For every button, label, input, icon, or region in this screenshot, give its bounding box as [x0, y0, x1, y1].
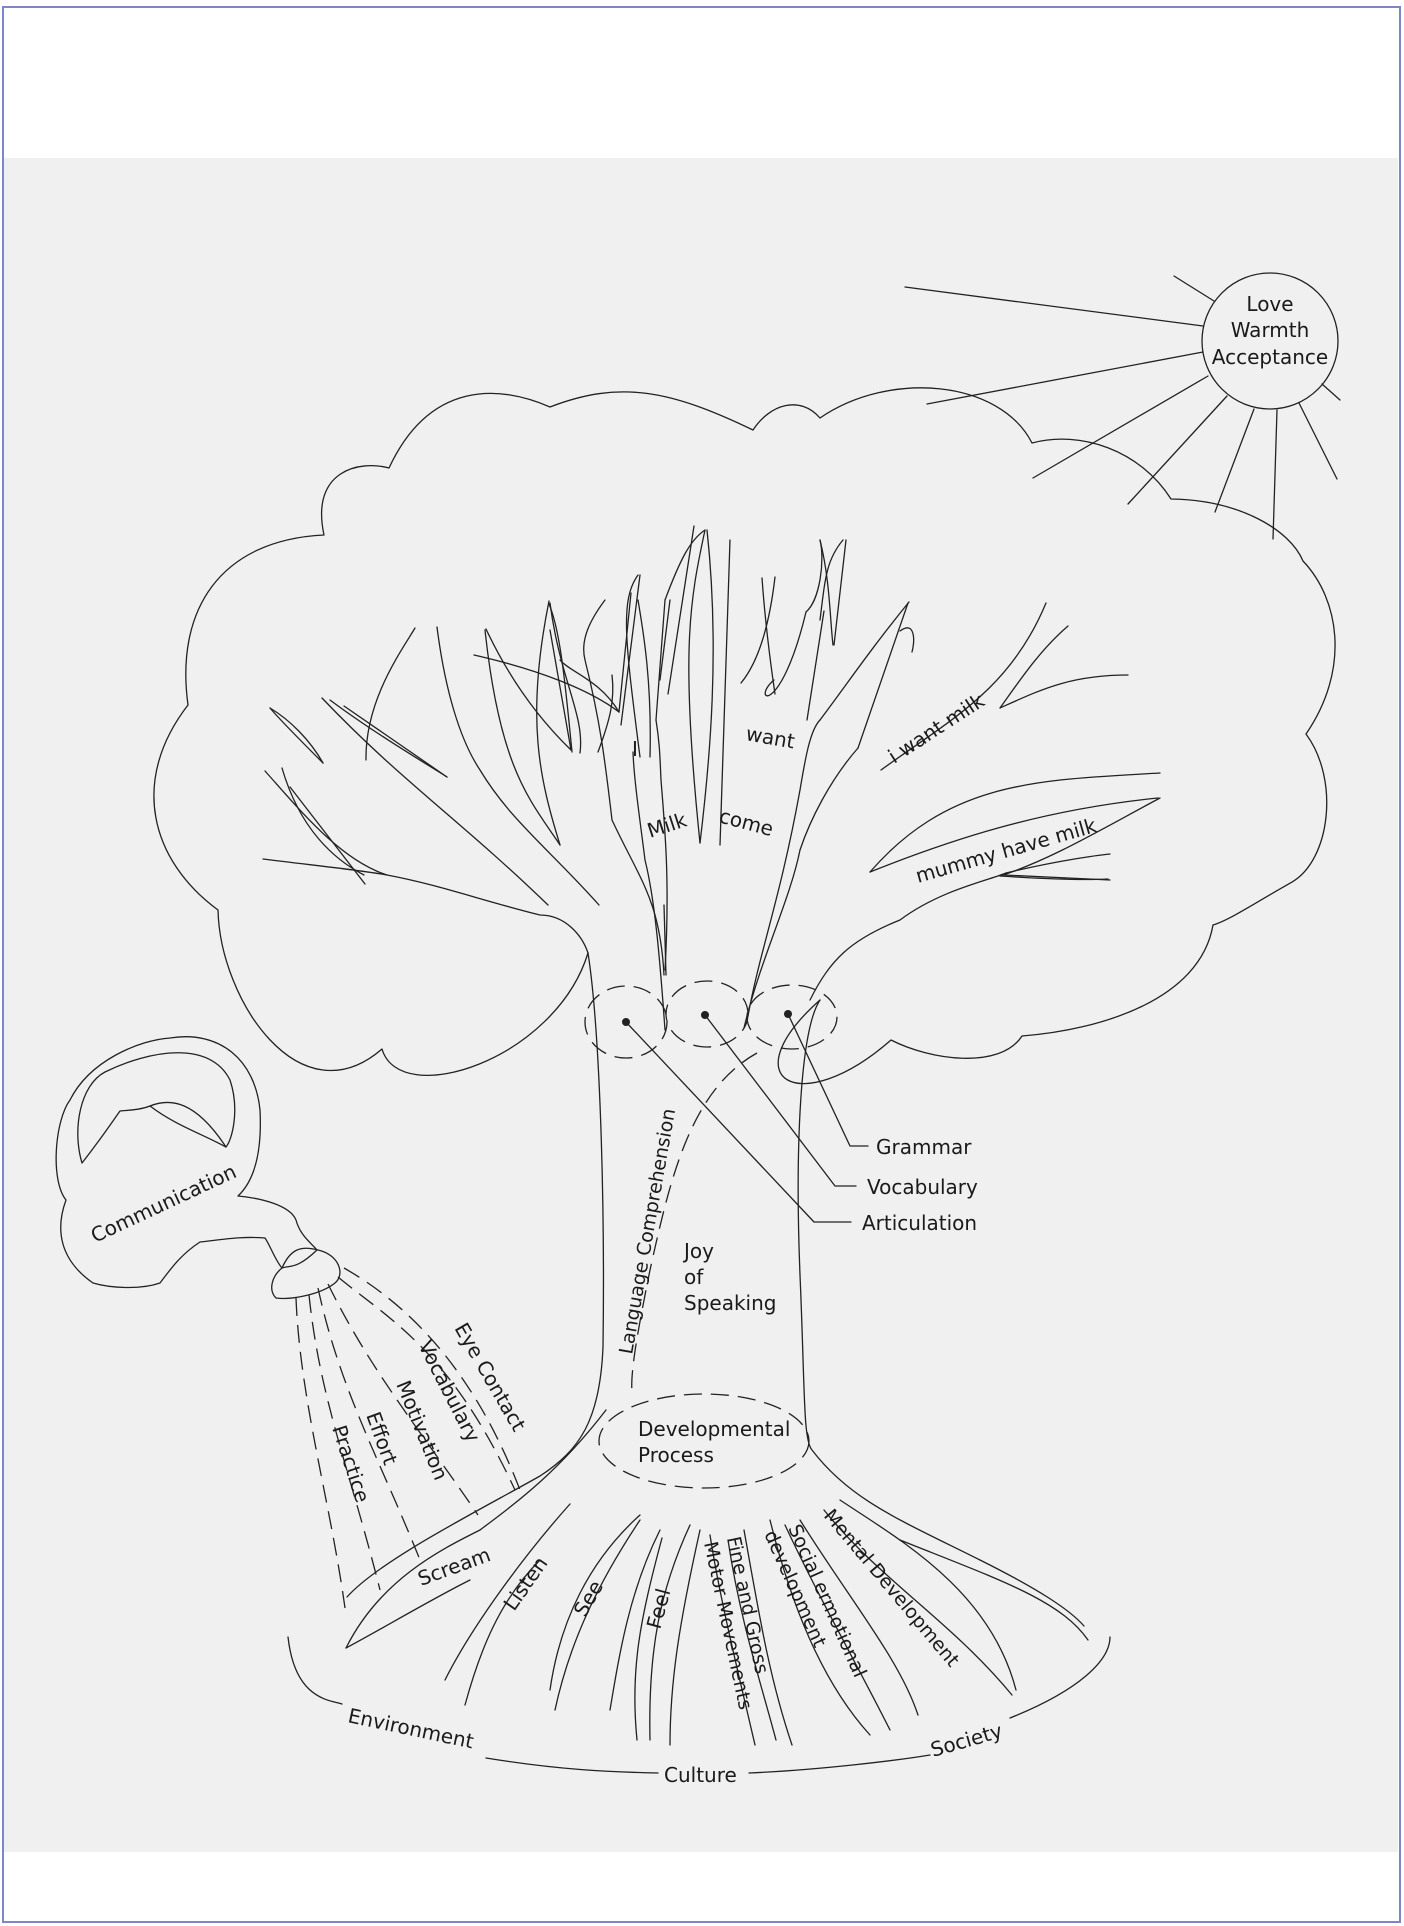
- crown-outline: [153, 387, 1336, 1085]
- developmental-label-line2: Process: [638, 1443, 714, 1467]
- ground-label-culture: Culture: [664, 1763, 737, 1787]
- ground-center-right: [748, 1754, 931, 1774]
- sun-label-acceptance: Acceptance: [1212, 345, 1328, 369]
- watering-can-handle-fold: [149, 1101, 227, 1148]
- tree-roots: [345, 1409, 1089, 1746]
- page-border: [2, 6, 1401, 1923]
- word-i: I: [632, 737, 638, 761]
- diagram-background: [4, 158, 1398, 1852]
- sun-label-love: Love: [1246, 292, 1293, 316]
- watering-can-body: [55, 1036, 318, 1289]
- developmental-label-line1: Developmental: [638, 1417, 790, 1441]
- ground-left-arc: [287, 1636, 343, 1705]
- sun-circle: [1201, 272, 1339, 410]
- tree-branches: [262, 525, 1161, 1031]
- joy-label-line2: of: [684, 1265, 704, 1289]
- vocabulary-node: [665, 980, 749, 1048]
- watering-can-spout: [271, 1247, 341, 1300]
- developmental-process-node: [598, 1393, 810, 1489]
- callout-lines: [625, 1013, 869, 1223]
- joy-label-line3: Speaking: [684, 1291, 776, 1315]
- ground-right-arc: [1009, 1636, 1111, 1719]
- joy-label-line1: Joy: [682, 1239, 714, 1263]
- vocabulary-label: Vocabulary: [867, 1175, 978, 1199]
- watering-can-inner-handle: [77, 1052, 236, 1164]
- tree-crown: [153, 387, 1336, 1085]
- ground-center-left: [485, 1757, 659, 1774]
- tree-trunk: [346, 952, 1085, 1627]
- articulation-label: Articulation: [862, 1211, 977, 1235]
- grammar-node: [746, 984, 838, 1050]
- water-streams: [295, 1267, 521, 1609]
- sun-label-warmth: Warmth: [1231, 318, 1310, 342]
- comprehension-path: [631, 1052, 758, 1393]
- sun: Love Warmth Acceptance: [904, 272, 1341, 540]
- grammar-label: Grammar: [876, 1135, 972, 1159]
